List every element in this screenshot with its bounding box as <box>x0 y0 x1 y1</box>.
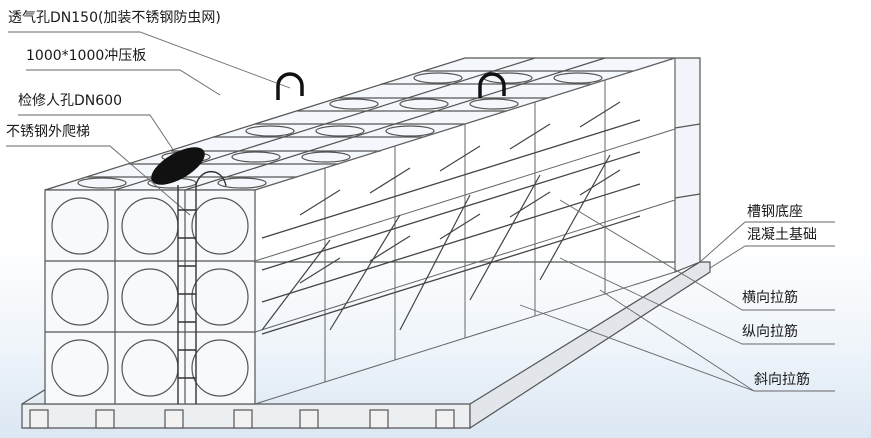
tank-front-face <box>44 189 256 405</box>
leader-lines <box>6 31 835 392</box>
stamped-plate-label: 1000*1000冲压板 <box>26 48 147 64</box>
channel-steel-base-label: 槽钢底座 <box>747 204 803 220</box>
vent-pipe-2 <box>478 72 506 98</box>
diagonal-ties <box>261 154 611 331</box>
foundation-piers <box>29 409 455 429</box>
manhole-cover <box>151 147 205 185</box>
ladder <box>177 170 227 404</box>
vent-label: 透气孔DN150(加装不锈钢防虫网) <box>8 10 221 26</box>
internal-frame <box>254 57 676 405</box>
longitudinal-tie-label: 纵向拉筋 <box>742 324 798 340</box>
concrete-foundation-label: 混凝土基础 <box>747 227 817 243</box>
transverse-ties <box>299 101 621 284</box>
manhole-label: 检修人孔DN600 <box>18 93 122 109</box>
longitudinal-ties <box>261 119 641 335</box>
tank-end-face <box>674 57 701 273</box>
diagonal-tie-label: 斜向拉筋 <box>754 372 810 388</box>
ladder-label: 不锈钢外爬梯 <box>6 124 90 140</box>
vent-pipe-1 <box>276 72 304 100</box>
transverse-tie-label: 横向拉筋 <box>742 290 798 306</box>
